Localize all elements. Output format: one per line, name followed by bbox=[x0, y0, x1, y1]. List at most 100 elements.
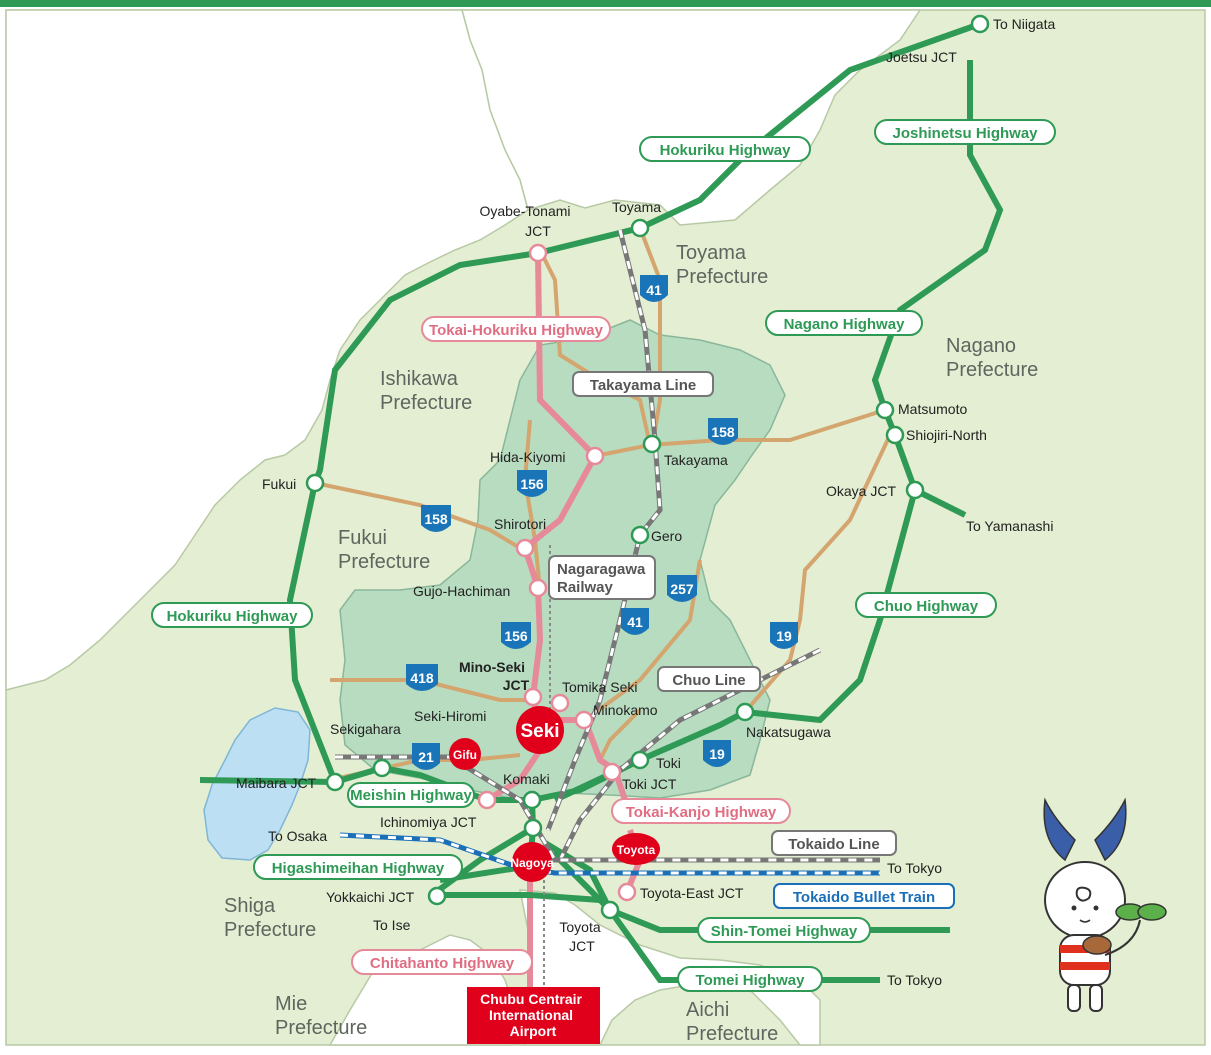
national-roads bbox=[314, 227, 892, 782]
highway-label-higashimeihan[interactable]: Higashimeihan Highway bbox=[253, 854, 463, 880]
mino-seki-line-1: Mino-Seki bbox=[459, 659, 525, 675]
ishikawa-pref-2: Prefecture bbox=[380, 392, 472, 414]
aichi-pref-2: Prefecture bbox=[686, 1023, 778, 1045]
rail-label-tokaido[interactable]: Tokaido Line bbox=[771, 830, 897, 856]
label-ichinomiya-jct: Ichinomiya JCT bbox=[380, 814, 477, 830]
svg-text:19: 19 bbox=[709, 746, 725, 762]
fukui-pref-1: Fukui bbox=[338, 527, 387, 549]
svg-text:Tokai-Kanjo Highway: Tokai-Kanjo Highway bbox=[626, 804, 777, 821]
label-to-tokyo-rail: To Tokyo bbox=[887, 860, 942, 876]
svg-text:Higashimeihan Highway: Higashimeihan Highway bbox=[272, 860, 445, 877]
highway-label-hokuriku-west[interactable]: Hokuriku Highway bbox=[151, 602, 313, 628]
label-to-niigata: To Niigata bbox=[993, 16, 1055, 32]
tokaido-line-track bbox=[335, 754, 880, 863]
svg-text:Gifu: Gifu bbox=[453, 748, 477, 762]
label-shirotori: Shirotori bbox=[494, 516, 546, 532]
label-shiojiri-north: Shiojiri-North bbox=[906, 427, 987, 443]
rail-label-chuo[interactable]: Chuo Line bbox=[657, 666, 761, 692]
route-156-south-shield: 156 bbox=[501, 622, 531, 649]
place-labels: To Niigata Joetsu JCT Toyama Oyabe-Tonam… bbox=[236, 16, 1055, 988]
svg-text:Chuo Highway: Chuo Highway bbox=[874, 598, 979, 615]
svg-text:41: 41 bbox=[627, 614, 643, 630]
label-to-yamanashi: To Yamanashi bbox=[966, 518, 1053, 534]
svg-text:Hokuriku Highway: Hokuriku Highway bbox=[167, 608, 299, 625]
label-okaya-jct: Okaya JCT bbox=[826, 483, 896, 499]
nagano-pref-1: Nagano bbox=[946, 335, 1016, 357]
lake-biwa bbox=[203, 707, 311, 861]
label-yokkaichi-jct: Yokkaichi JCT bbox=[326, 889, 415, 905]
airport-line-1: Chubu Centrair bbox=[480, 991, 582, 1007]
route-156-north-shield: 156 bbox=[517, 470, 547, 497]
highway-label-tokai-hokuriku[interactable]: Tokai-Hokuriku Highway bbox=[421, 316, 611, 342]
highway-label-shin-tomei[interactable]: Shin-Tomei Highway bbox=[697, 917, 871, 943]
highway-label-meishin[interactable]: Meishin Highway bbox=[347, 782, 475, 808]
svg-text:Takayama Line: Takayama Line bbox=[590, 377, 696, 394]
label-hida-kiyomi: Hida-Kiyomi bbox=[490, 449, 565, 465]
route-shields: 41 158 156 158 257 41 156 19 418 21 19 bbox=[406, 275, 798, 770]
highway-label-joshinetsu[interactable]: Joshinetsu Highway bbox=[874, 119, 1056, 145]
highway-label-chuo[interactable]: Chuo Highway bbox=[855, 592, 997, 618]
city-marker-toyota[interactable]: Toyota bbox=[612, 833, 660, 865]
top-bar bbox=[0, 0, 1211, 7]
city-marker-nagoya[interactable]: Nagoya bbox=[510, 842, 554, 882]
label-tomika-seki: Tomika Seki bbox=[562, 679, 637, 695]
label-to-tokyo-tomei: To Tokyo bbox=[887, 972, 942, 988]
svg-text:Tokaido Line: Tokaido Line bbox=[788, 836, 879, 853]
toyama-pref-1: Toyama bbox=[676, 242, 747, 264]
mino-seki-line-2: JCT bbox=[503, 677, 530, 693]
svg-text:21: 21 bbox=[418, 749, 434, 765]
oyabe-line-2: JCT bbox=[525, 223, 551, 239]
rail-label-tokaido-bullet[interactable]: Tokaido Bullet Train bbox=[773, 883, 955, 909]
svg-text:Shin-Tomei Highway: Shin-Tomei Highway bbox=[711, 923, 858, 940]
label-toyota-east-jct: Toyota-East JCT bbox=[640, 885, 744, 901]
label-sekigahara: Sekigahara bbox=[330, 721, 401, 737]
nagaragawa-line-1: Nagaragawa bbox=[557, 561, 646, 578]
svg-text:Toyota: Toyota bbox=[617, 843, 656, 857]
label-toki-jct: Toki JCT bbox=[622, 776, 677, 792]
sea-west bbox=[5, 9, 529, 691]
label-to-ise: To Ise bbox=[373, 917, 411, 933]
fukui-pref-2: Prefecture bbox=[338, 551, 430, 573]
svg-text:19: 19 bbox=[776, 628, 792, 644]
toyota-jct-line-2: JCT bbox=[569, 938, 595, 954]
city-marker-seki[interactable]: Seki bbox=[516, 706, 564, 754]
highway-label-tokai-kanjo[interactable]: Tokai-Kanjo Highway bbox=[611, 798, 791, 824]
rail-label-takayama[interactable]: Takayama Line bbox=[572, 371, 714, 397]
airport-label[interactable]: Chubu Centrair International Airport bbox=[467, 987, 600, 1044]
oyabe-line-1: Oyabe-Tonami bbox=[479, 203, 570, 219]
svg-text:Chubu Centrair Internati: Chubu Centrair International Airport bbox=[480, 991, 586, 1039]
svg-text:156: 156 bbox=[520, 476, 544, 492]
route-21-shield: 21 bbox=[412, 743, 440, 770]
svg-text:Tokai-Hokuriku Highway: Tokai-Hokuriku Highway bbox=[429, 322, 604, 339]
svg-text:Tomei Highway: Tomei Highway bbox=[696, 972, 806, 989]
svg-text:Chuo Line: Chuo Line bbox=[672, 672, 745, 689]
highway-label-tomei[interactable]: Tomei Highway bbox=[677, 966, 823, 992]
route-257-shield: 257 bbox=[667, 575, 697, 602]
ishikawa-pref-1: Ishikawa bbox=[380, 368, 459, 390]
svg-text:Seki: Seki bbox=[520, 721, 559, 742]
route-418-shield: 418 bbox=[406, 664, 438, 691]
svg-text:418: 418 bbox=[410, 670, 434, 686]
label-joetsu-jct: Joetsu JCT bbox=[886, 49, 957, 65]
svg-text:Hokuriku Highway: Hokuriku Highway bbox=[660, 142, 792, 159]
shiga-pref-1: Shiga bbox=[224, 895, 276, 917]
nagaragawa-line-2: Railway bbox=[557, 579, 614, 596]
highway-label-nagano[interactable]: Nagano Highway bbox=[765, 310, 923, 336]
toyama-pref-2: Prefecture bbox=[676, 266, 768, 288]
label-gujo-hachiman: Gujo-Hachiman bbox=[413, 583, 510, 599]
highway-label-hokuriku-north[interactable]: Hokuriku Highway bbox=[639, 136, 811, 162]
label-maibara-jct: Maibara JCT bbox=[236, 775, 317, 791]
city-marker-gifu[interactable]: Gifu bbox=[449, 738, 481, 770]
highway-label-chitahanto[interactable]: Chitahanto Highway bbox=[351, 949, 533, 975]
route-158-east-shield: 158 bbox=[708, 418, 738, 445]
